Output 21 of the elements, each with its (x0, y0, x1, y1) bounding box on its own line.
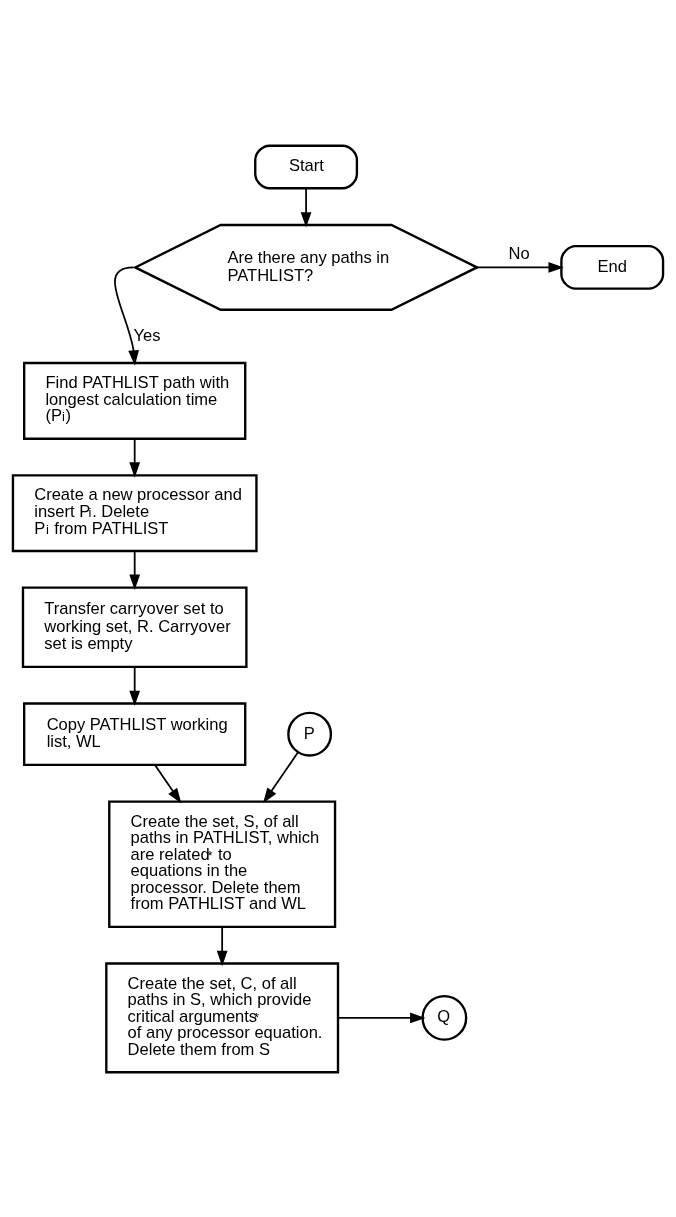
arrow (476, 261, 564, 273)
node-box: Create the set, S, of all paths in PATHLIST, which are related* to equations in the processor. Delete them from PATHLIST and WL (108, 799, 337, 928)
arrow (216, 925, 228, 966)
arrow (154, 763, 182, 804)
arrow (263, 751, 299, 803)
edge-label: Yes (133, 325, 161, 345)
node-circle: P (287, 711, 333, 757)
arrow (129, 437, 141, 478)
arrow (129, 665, 141, 706)
arrow (129, 549, 141, 590)
node-box: Copy PATHLIST working list, WL (23, 701, 247, 766)
node-box: End (560, 244, 665, 290)
node-box: Start (254, 144, 359, 189)
node-box: Find PATHLIST path with longest calculation time (Pi) (23, 361, 247, 440)
arrow (114, 266, 139, 366)
node-circle: Q (421, 994, 468, 1041)
node-box: Transfer carryover set to working set, R. Carryover set is empty (21, 585, 248, 668)
node-box: Create a new processor and insert Pi. Delete Pi from PATHLIST (11, 473, 258, 552)
edge-label: No (508, 243, 530, 263)
arrow (337, 1012, 426, 1023)
arrow (300, 187, 312, 228)
